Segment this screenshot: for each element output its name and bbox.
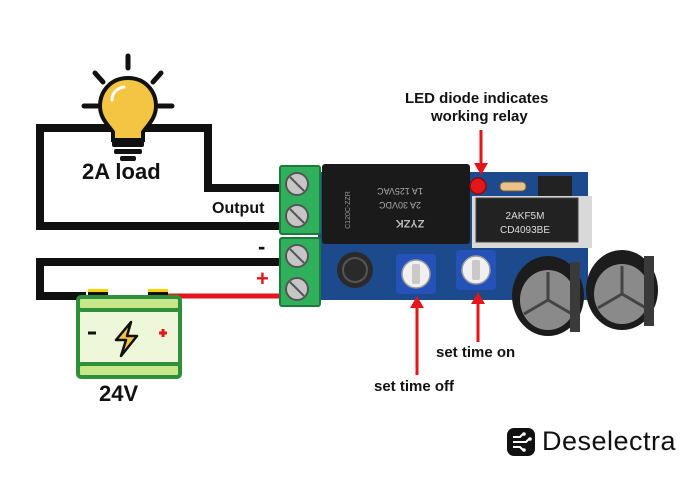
svg-text:C120C-ZZR: C120C-ZZR xyxy=(345,191,352,229)
time-on-arrow xyxy=(471,292,485,342)
timer-relay-module: 2AKF5M CD4093BE 1A 125VAC 2A 30VDC ZYZK … xyxy=(318,164,658,336)
led-note-line1: LED diode indicates xyxy=(405,90,549,107)
power-terminal-block xyxy=(279,237,321,307)
svg-text:1A 125VAC: 1A 125VAC xyxy=(377,186,423,196)
output-terminal-block xyxy=(279,165,321,235)
set-time-on-label: set time on xyxy=(436,344,516,361)
led-note-line2: working relay xyxy=(431,108,528,125)
set-time-off-label: set time off xyxy=(374,378,455,395)
time-off-arrow xyxy=(410,296,424,375)
svg-text:CD4093BE: CD4093BE xyxy=(500,225,550,236)
capacitor-left xyxy=(512,256,584,336)
minus-label: - xyxy=(258,234,266,259)
capacitor-right xyxy=(586,250,658,330)
led-arrow xyxy=(474,130,488,175)
brand-name: Deselectra xyxy=(542,426,677,456)
svg-text:ZYZK: ZYZK xyxy=(396,217,425,229)
time-on-potentiometer[interactable] xyxy=(456,250,496,290)
status-led xyxy=(469,177,487,195)
svg-text:2A 30VDC: 2A 30VDC xyxy=(378,200,421,210)
load-label: 2A load xyxy=(82,159,161,184)
relay xyxy=(322,164,470,244)
time-off-potentiometer[interactable] xyxy=(396,254,436,294)
cd4093-chip xyxy=(475,197,579,243)
svg-text:2AKF5M: 2AKF5M xyxy=(506,211,545,222)
output-label: Output xyxy=(212,200,265,217)
light-bulb-icon xyxy=(81,53,175,161)
brand-logo: Deselectra xyxy=(506,426,676,457)
negative-wire xyxy=(36,258,280,300)
battery-voltage-label: 24V xyxy=(99,381,139,406)
resistor xyxy=(499,181,527,192)
plus-label: + xyxy=(256,266,269,291)
battery-icon xyxy=(76,289,182,379)
circuit-chip-icon xyxy=(507,427,535,456)
